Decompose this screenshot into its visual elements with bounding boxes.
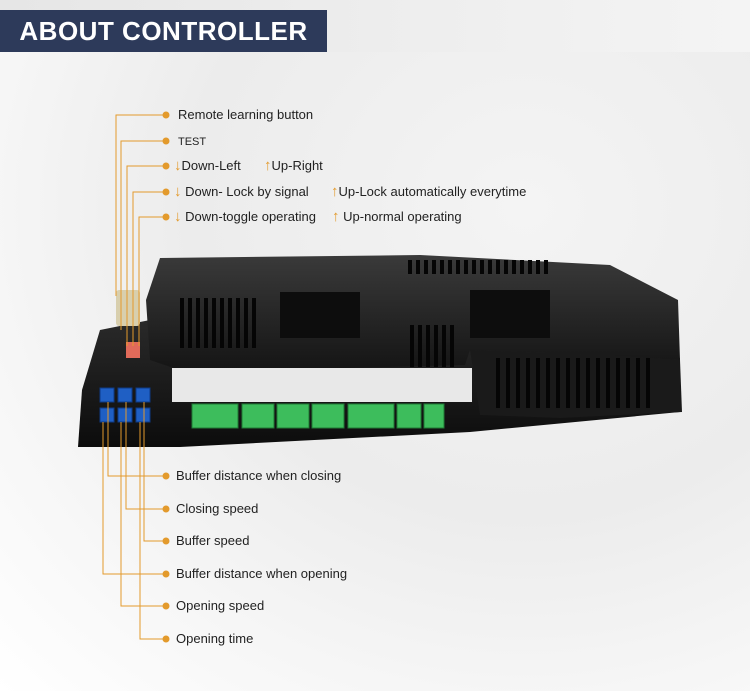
label-buffer-distance-closing: Buffer distance when closing — [176, 468, 342, 483]
callout-dots — [162, 111, 170, 643]
label-dip-2: ↓ Down- Lock by signal — [174, 184, 309, 200]
cover-panel-left — [280, 292, 360, 338]
up-arrow-icon: ↑ — [332, 208, 340, 225]
remote-learning-button — [116, 290, 140, 326]
callout-lines-top — [115, 114, 166, 346]
title-banner: ABOUT CONTROLLER — [0, 10, 327, 52]
vent-top — [408, 260, 548, 274]
label-dip-2-right: Up-Lock automatically everytime — [338, 184, 527, 199]
label-opening-speed: Opening speed — [176, 598, 265, 613]
label-dip-3-left: Down-toggle operating — [185, 209, 316, 224]
label-test: TEST — [178, 136, 207, 148]
up-arrow-icon: ↑ — [331, 183, 339, 200]
page-title: ABOUT CONTROLLER — [19, 15, 308, 46]
label-opening-time: Opening time — [176, 631, 254, 646]
cover-panel-right — [470, 290, 550, 338]
vent-mid — [410, 325, 454, 367]
potentiometers — [99, 387, 151, 423]
label-dip-2-left: Down- Lock by signal — [185, 184, 309, 199]
label-dip-1-up: ↑Up-Right — [264, 158, 323, 174]
dip-switch — [126, 342, 140, 358]
label-closing-speed: Closing speed — [176, 501, 259, 516]
label-remote-learning: Remote learning button — [178, 107, 314, 122]
label-dip-3-up: ↑ Up-normal operating — [332, 209, 462, 225]
callout-lines-bottom — [102, 402, 166, 640]
label-dip-1-right: Up-Right — [271, 158, 323, 173]
label-buffer-distance-opening: Buffer distance when opening — [176, 566, 348, 581]
down-arrow-icon: ↓ — [174, 208, 182, 225]
label-dip-1: ↓Down-Left — [174, 158, 241, 174]
down-arrow-icon: ↓ — [174, 157, 182, 174]
vent-right — [496, 358, 650, 408]
terminal-label-strip — [172, 368, 472, 402]
label-dip-3-right: Up-normal operating — [343, 209, 462, 224]
terminal-blocks — [191, 403, 445, 429]
label-dip-3: ↓ Down-toggle operating — [174, 209, 316, 225]
vent-left — [180, 298, 256, 348]
label-dip-2-up: ↑Up-Lock automatically everytime — [331, 184, 526, 200]
down-arrow-icon: ↓ — [174, 183, 182, 200]
label-dip-1-left: Down-Left — [181, 158, 241, 173]
label-buffer-speed: Buffer speed — [176, 533, 250, 548]
up-arrow-icon: ↑ — [264, 157, 272, 174]
